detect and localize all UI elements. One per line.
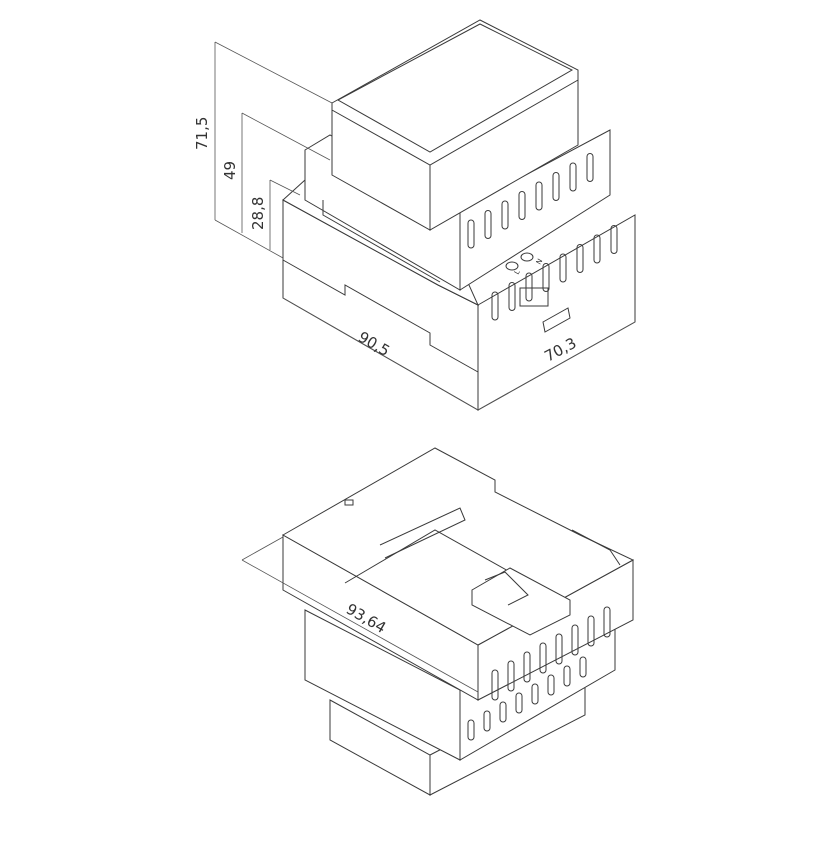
step-edge xyxy=(322,200,441,283)
vent-slots-upper xyxy=(467,153,594,249)
vent-slot xyxy=(535,181,543,211)
vent-slot xyxy=(499,701,507,723)
vent-slot xyxy=(571,624,579,656)
vent-slot xyxy=(491,291,499,321)
vent-slot xyxy=(523,651,531,683)
vent-slot xyxy=(587,615,595,647)
vent-slot xyxy=(576,244,584,273)
vent-slots-bottom-lower xyxy=(467,656,587,741)
vent-slot xyxy=(525,272,533,302)
vent-slot xyxy=(518,191,526,220)
middle-front-face xyxy=(459,129,611,291)
vent-slot xyxy=(555,633,563,665)
vent-slot xyxy=(467,219,475,249)
vent-slot xyxy=(547,674,555,696)
vent-slot xyxy=(593,234,601,264)
vent-slot xyxy=(483,710,491,732)
terminal-screw-n xyxy=(520,252,534,262)
side-tab xyxy=(571,529,621,566)
bottom-mark xyxy=(344,499,354,506)
vent-slots-lower xyxy=(491,225,618,321)
vent-slot xyxy=(484,210,492,239)
vent-slot xyxy=(491,669,499,701)
dim-overall-height: 71,5 xyxy=(193,117,211,150)
terminal-block xyxy=(519,287,549,307)
vent-slot xyxy=(507,660,515,692)
vent-slot xyxy=(531,683,539,705)
latch-detail xyxy=(484,571,529,606)
vent-slot xyxy=(552,172,560,201)
vent-slots-bottom-upper xyxy=(491,606,611,701)
vent-slot xyxy=(508,282,516,311)
top-isometric-view: L N 71,5 49 28,8 90,5 70,3 xyxy=(193,19,636,411)
din-latch xyxy=(471,567,571,636)
dim-base-height: 28,8 xyxy=(249,197,267,230)
vent-slot xyxy=(563,665,571,687)
vent-slot xyxy=(586,153,594,182)
vent-slot xyxy=(539,642,547,674)
din-clip xyxy=(542,307,571,333)
vent-slot xyxy=(542,263,550,292)
terminal-label-l: L xyxy=(513,269,522,276)
vent-slot xyxy=(579,656,587,678)
vent-slot xyxy=(501,200,509,230)
vent-slot xyxy=(559,253,567,283)
din-rail-notch xyxy=(282,259,479,373)
vent-slot xyxy=(467,719,475,741)
dim-middle-height: 49 xyxy=(221,161,239,180)
vent-slot xyxy=(603,606,611,638)
lid-top xyxy=(336,23,574,153)
vent-slot xyxy=(569,162,577,192)
rail-slot xyxy=(379,507,466,559)
terminal-screw-l xyxy=(505,261,519,271)
vent-slot xyxy=(610,225,618,254)
bottom-isometric-view: 93,64 xyxy=(241,447,635,796)
terminal-label-n: N xyxy=(535,257,545,266)
vent-slot xyxy=(515,692,523,714)
